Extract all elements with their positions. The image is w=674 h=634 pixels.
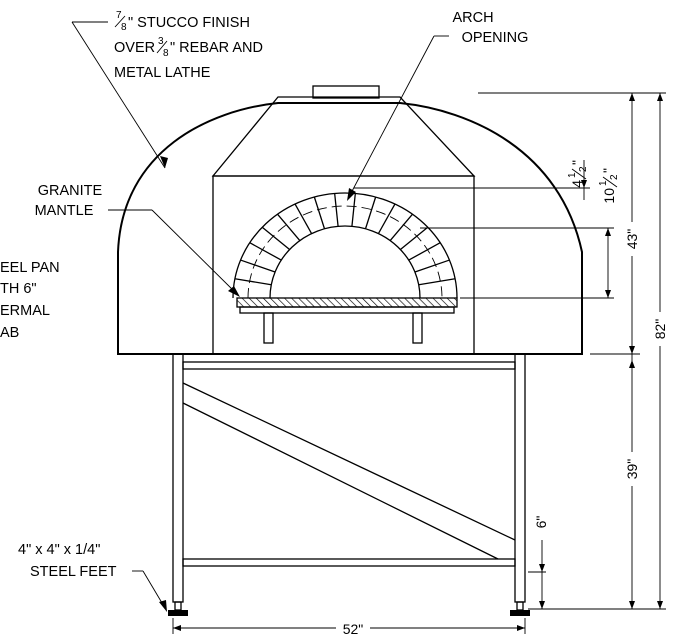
stucco-line1: " STUCCO FINISH [128,15,250,31]
arch-mid-mark: " [600,168,616,173]
arch-brickwork [232,192,458,299]
width-label: 52" [343,621,364,634]
steel-stand [172,353,526,603]
stand-height-label: 39" [624,459,640,480]
arch-brick-joint [389,213,413,241]
steel-pan-callout: EEL PAN TH 6" ERMAL AB [0,260,60,341]
steel-pan-line3: ERMAL [0,303,50,319]
feet-callout: 4" x 4" x 1/4" STEEL FEET [18,542,167,612]
arch-brick-joint [249,242,282,261]
arch-top-mark: " [569,160,585,165]
feet-line1: 4" x 4" x 1/4" [18,542,100,558]
stucco-callout: 7 8 " STUCCO FINISH OVER 3 8 " REBAR AND… [71,10,263,169]
arch-brick-joint [364,196,377,229]
arch-brick-joint [400,226,429,250]
arch-top-num: 1 [567,172,578,178]
arch-brick-joint [351,193,356,227]
dim-total-height: 82" [652,93,668,609]
arch-brick-joint [414,259,450,273]
dim-arch-top: 4 1 2 " [567,160,589,200]
dim-arch-mid: 10 1 2 " [598,168,620,298]
granite-mantle [236,297,458,308]
dim-width: 52" [172,618,526,634]
steel-foot-right [510,601,530,616]
extension-lines [354,92,666,610]
stucco-frac2-den: 8 [163,48,169,59]
foot-clearance-label: 6" [533,516,549,529]
steel-pan-line1: EEL PAN [0,260,60,276]
oven-chimney [312,85,380,99]
dim-foot-clearance: 6" [533,516,549,609]
stucco-line2-prefix: OVER [114,40,155,56]
arch-brick-joint [294,203,313,234]
arch-brick-joint [408,242,441,261]
arch-callout: ARCH OPENING [347,10,528,201]
arch-brick-joint [313,196,326,229]
steel-pan-line4: AB [0,325,19,341]
arch-brick-joint [234,278,272,286]
arch-brick-joint [334,193,339,227]
stucco-frac1-den: 8 [121,22,127,33]
arch-brick-joint [240,259,276,273]
feet-line2: STEEL FEET [30,564,117,580]
granite-line2: MANTLE [35,203,94,219]
steel-pan-line2: TH 6" [0,281,37,297]
arch-top-den: 2 [578,166,589,172]
stucco-line3: METAL LATHE [114,65,211,81]
steel-foot-left [168,601,188,616]
arch-mid-whole: 10 [601,188,617,204]
oven-floor-shelf [239,306,455,344]
dim-oven-height: 43" [624,93,640,354]
total-height-label: 82" [652,319,668,340]
stucco-frac2-num: 3 [158,36,164,47]
arch-line1: ARCH [452,10,493,26]
stucco-frac1-num: 7 [116,10,122,21]
granite-line1: GRANITE [38,183,103,199]
arch-brick-joint [261,226,290,250]
stucco-line2: " REBAR AND [170,40,263,56]
hood-face [118,96,582,355]
arch-brick-joint [377,203,396,234]
arch-top-whole: 4 [569,180,585,188]
arch-brick-joint [418,278,456,286]
oven-height-label: 43" [624,229,640,250]
arch-brick-course [247,205,443,299]
arch-mid-num: 1 [598,180,609,186]
arch-line2: OPENING [462,30,529,46]
dim-stand-height: 39" [624,354,640,609]
granite-callout: GRANITE MANTLE [35,183,240,297]
arch-brick-joint [277,213,301,241]
arch-mid-den: 2 [609,174,620,180]
oven-dome [117,102,583,355]
